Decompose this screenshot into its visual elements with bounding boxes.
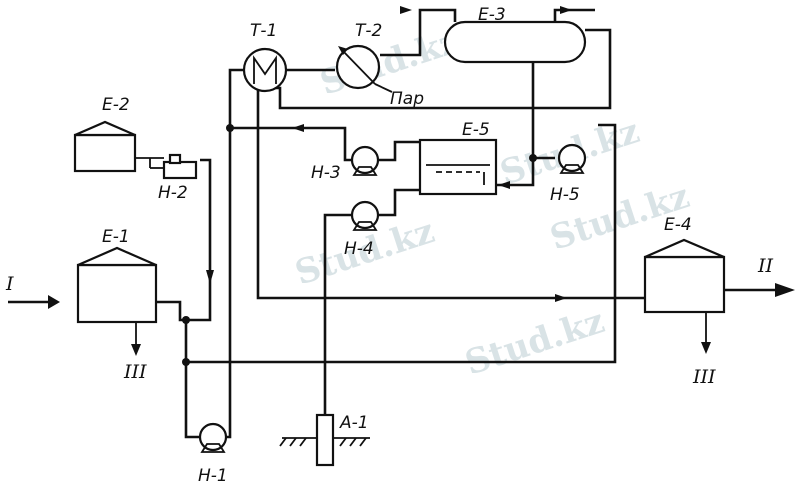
label-t1: Т-1 [250, 21, 277, 41]
pump-n3-base [352, 166, 378, 176]
pipe-network [8, 8, 790, 439]
arrow-left-icon [292, 124, 304, 132]
label-drain-e4: III [692, 366, 716, 388]
tank-e1-body [76, 263, 158, 324]
arrow-right-icon [555, 294, 567, 302]
tank-e2 [73, 120, 137, 173]
pipe-e5-to-n4 [378, 188, 420, 217]
label-stream-in: I [5, 273, 14, 295]
arrow-left-icon [498, 181, 510, 189]
label-n2: Н-2 [158, 183, 188, 203]
ground-hatching [279, 437, 367, 447]
heater-t2-symbol [341, 49, 376, 85]
pipe-t1-to-e4 [256, 88, 645, 300]
label-e1: Е-1 [102, 227, 130, 247]
label-e2: Е-2 [102, 95, 130, 115]
well-a1 [279, 413, 370, 467]
tank-e2-roof [74, 120, 136, 137]
pump-n2-motor [168, 153, 182, 165]
exchanger-t1 [242, 47, 288, 93]
pump-n2-body [162, 160, 198, 180]
heater-t2-arrow-icon [338, 46, 348, 55]
tank-e1 [76, 246, 158, 324]
well-a1-casing [315, 413, 335, 467]
pipe-return-line [186, 123, 617, 364]
pipe-e5-to-n3 [378, 140, 440, 162]
label-steam: Пар [390, 89, 424, 109]
pump-n1-base [200, 443, 226, 453]
pipe-junction-to-n1 [184, 320, 200, 439]
label-t2: Т-2 [355, 21, 382, 41]
junction-node [182, 316, 190, 324]
label-e4: Е-4 [664, 215, 692, 235]
pipe-t2-to-e3 [380, 8, 457, 57]
label-n3: Н-3 [311, 163, 341, 183]
separator-e5 [418, 138, 498, 196]
arrow-down-icon [131, 344, 141, 356]
pump-n1 [198, 422, 228, 453]
pump-n5-body [557, 143, 587, 173]
pump-n1-body [198, 422, 228, 452]
pump-n3-body [350, 145, 380, 175]
label-n1: Н-1 [198, 466, 228, 486]
pipe-e1-to-n2 [156, 158, 212, 322]
pump-n4-body [350, 200, 380, 230]
labels: Е-2 Е-1 Е-4 Е-3 Е-5 Т-1 Т-2 Н-2 Н-3 Н-4 … [5, 5, 774, 486]
exchanger-t1-symbol [253, 55, 277, 84]
label-e5: Е-5 [462, 120, 490, 140]
pipe-e3-vent [553, 8, 595, 22]
pipe-n1-to-t1 [226, 68, 244, 439]
exchanger-t1-shell [242, 47, 288, 93]
pump-n4 [350, 200, 380, 231]
steam-line [374, 83, 393, 93]
arrow-right-icon [400, 6, 412, 14]
label-n4: Н-4 [344, 239, 374, 259]
arrow-outlet-icon [775, 283, 795, 297]
label-e3: Е-3 [478, 5, 506, 25]
vessel-e3-body [443, 20, 587, 64]
junction-node [226, 124, 234, 132]
tank-e4-roof [644, 238, 725, 259]
pipe-n3-to-header [230, 126, 352, 162]
label-n5: Н-5 [550, 185, 580, 205]
heater-t2 [335, 44, 393, 93]
junction-dots [182, 124, 537, 366]
vessel-e3 [443, 20, 587, 64]
pump-n3 [350, 145, 380, 176]
pump-n4-base [352, 221, 378, 231]
separator-e5-body [418, 138, 498, 196]
pump-n5 [557, 143, 587, 174]
tank-e1-roof [77, 246, 157, 267]
flow-arrows [48, 6, 795, 356]
pipe-n4-to-a1 [323, 213, 352, 420]
junction-node [529, 154, 537, 162]
label-a1: А-1 [339, 413, 369, 433]
watermark-text: Stud.kz [460, 301, 609, 383]
arrow-down-icon [701, 342, 711, 354]
junction-node [182, 358, 190, 366]
pump-n5-base [559, 164, 585, 174]
tank-e2-body [73, 133, 137, 173]
arrow-down-icon [206, 270, 214, 284]
label-drain-e1: III [123, 361, 147, 383]
label-stream-out: II [757, 255, 774, 277]
arrow-right-icon [560, 6, 572, 14]
tank-e4-body [643, 255, 726, 314]
tank-e4 [643, 238, 726, 314]
arrow-inlet-icon [48, 295, 60, 309]
pump-n2 [135, 153, 198, 180]
